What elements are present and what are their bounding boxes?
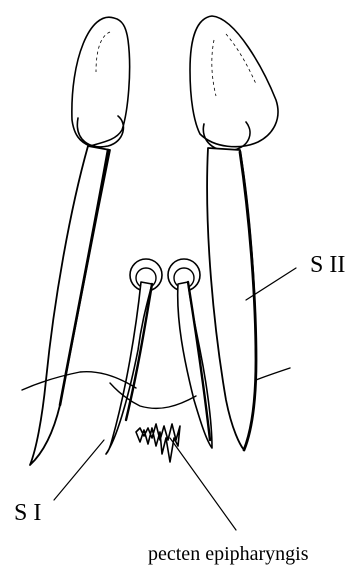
right-central-seta <box>168 259 212 448</box>
s1-leader-line <box>54 440 104 500</box>
left-seta-s2 <box>30 17 130 465</box>
left-central-seta <box>106 259 162 454</box>
s1-label: S I <box>14 500 41 526</box>
pecten-leader-line <box>170 438 236 530</box>
pecten-label: pecten epipharyngis <box>148 543 309 565</box>
s2-label: S II <box>310 252 345 278</box>
